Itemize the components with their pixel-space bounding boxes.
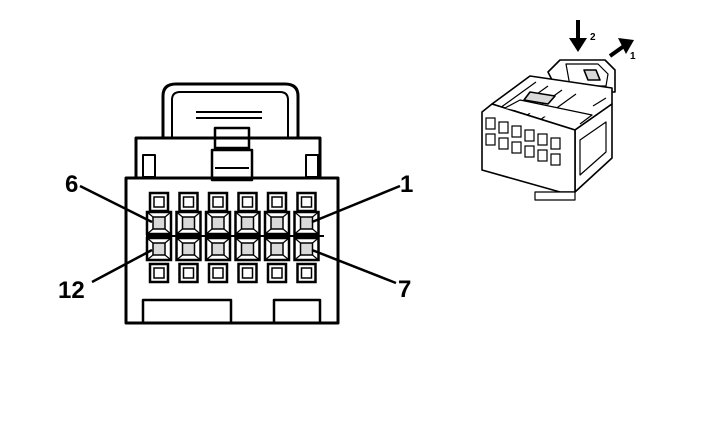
- iso-pin-cavity: [485, 117, 496, 130]
- connector-front-view: [124, 82, 340, 325]
- pin-cavity: [293, 236, 320, 284]
- arrow-press-label: 2: [590, 32, 596, 43]
- pin-cavity: [204, 191, 232, 236]
- iso-pin-cavity: [524, 145, 535, 158]
- pin-label-12: 12: [58, 277, 85, 304]
- pin-label-6: 6: [65, 171, 78, 198]
- pin-leader-lines: [79, 184, 401, 285]
- pin-cavity: [145, 191, 173, 236]
- iso-pin-cavity: [485, 133, 496, 146]
- side-tab-left: [142, 154, 156, 178]
- arrow-press-down: [569, 20, 587, 52]
- iso-pin-cavity: [498, 137, 509, 150]
- leader-pin-1: [311, 184, 401, 224]
- iso-pin-cavity: [511, 125, 522, 138]
- pin-cavity-grid: [145, 191, 324, 284]
- leader-pin-6: [79, 184, 153, 224]
- pin-label-1: 1: [400, 171, 413, 198]
- iso-pin-cavity: [524, 129, 535, 142]
- pin-cavity: [263, 191, 291, 236]
- arrow-pull-back: [608, 38, 634, 58]
- iso-pin-cavity: [550, 153, 561, 166]
- pin-cavity: [175, 191, 202, 236]
- iso-pin-cavity: [498, 121, 509, 134]
- leader-pin-12: [91, 248, 153, 284]
- side-tab-right: [305, 154, 319, 178]
- iso-pin-cavities: [485, 117, 561, 166]
- keying-slot-left: [141, 298, 233, 323]
- arrow-pull-label: 1: [630, 51, 636, 62]
- keying-slot-right: [272, 298, 322, 323]
- leader-pin-7: [311, 248, 397, 285]
- locking-latch: [161, 82, 300, 182]
- connector-body: [124, 176, 340, 325]
- pin-cavity: [204, 236, 232, 284]
- pin-cavity: [145, 236, 173, 284]
- iso-pin-cavity: [537, 133, 548, 146]
- pin-label-7: 7: [398, 276, 411, 303]
- pin-cavity: [175, 236, 202, 284]
- iso-pin-cavity: [537, 149, 548, 162]
- iso-pin-cavity: [550, 137, 561, 150]
- pin-cavity: [263, 236, 291, 284]
- connector-shoulder: [134, 136, 322, 178]
- pin-cavity: [293, 191, 320, 236]
- iso-pin-cavity: [511, 141, 522, 154]
- pin-cavity: [234, 236, 261, 284]
- pin-cavity: [234, 191, 261, 236]
